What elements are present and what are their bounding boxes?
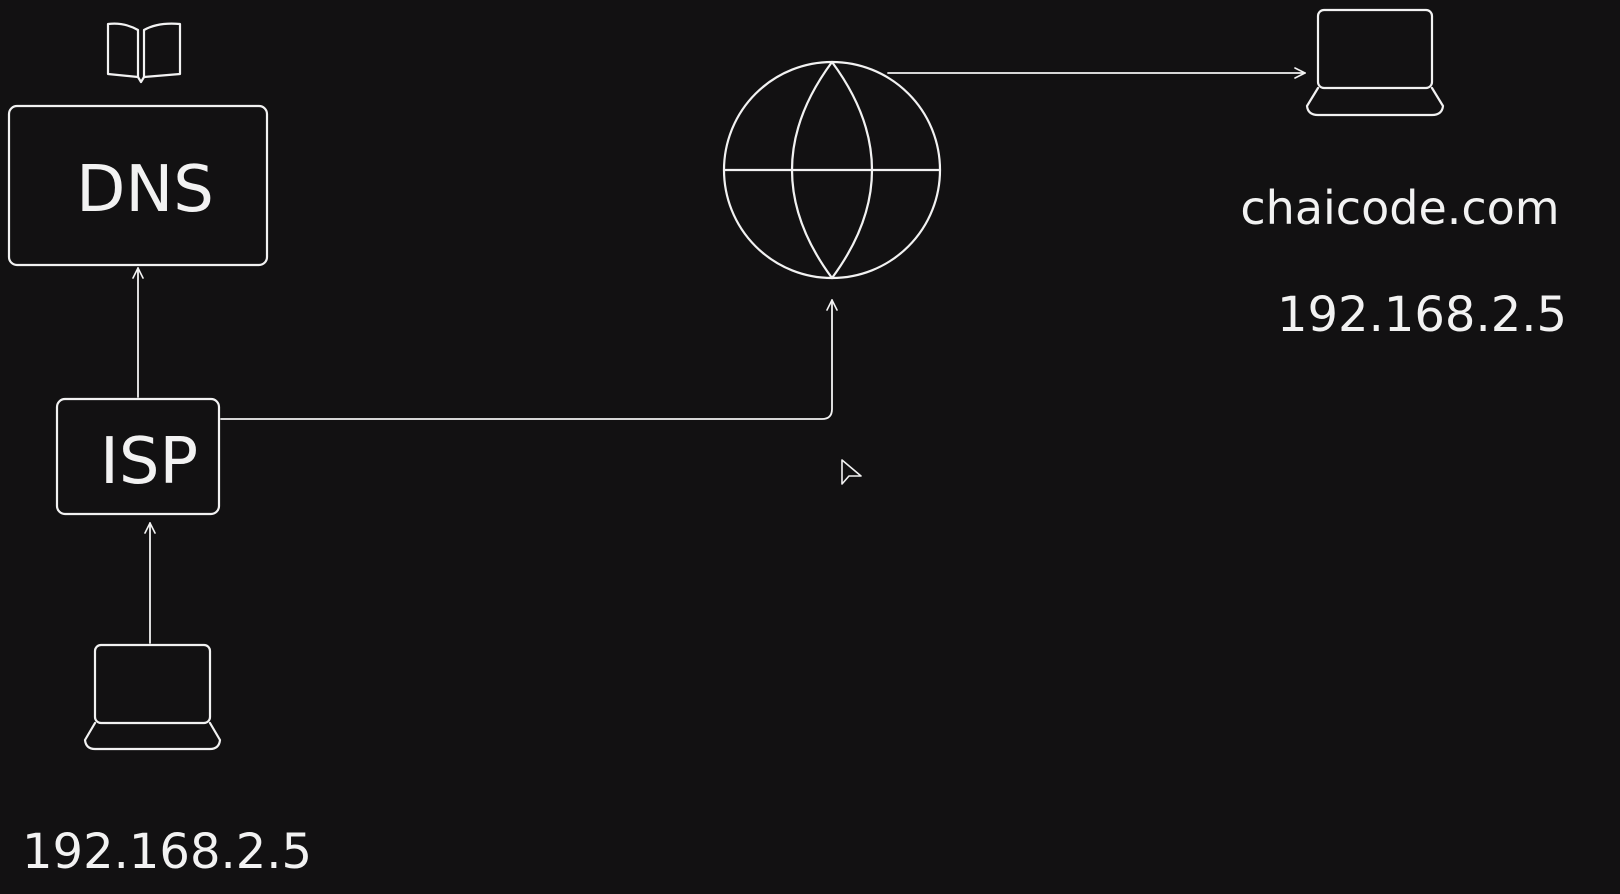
cursor-arrow-icon bbox=[841, 459, 862, 485]
book-icon bbox=[106, 22, 182, 84]
server-ip-label: 192.168.2.5 bbox=[1277, 287, 1567, 343]
edge-isp-to-internet bbox=[220, 299, 838, 420]
dns-box bbox=[7, 104, 269, 267]
server-domain-label: chaicode.com bbox=[1240, 181, 1559, 235]
isp-label: ISP bbox=[100, 425, 198, 499]
isp-box bbox=[55, 397, 221, 516]
client-ip-label: 192.168.2.5 bbox=[22, 824, 312, 880]
globe-icon bbox=[722, 60, 942, 280]
server-laptop-icon bbox=[1305, 8, 1445, 117]
dns-label: DNS bbox=[76, 153, 214, 227]
client-laptop-icon bbox=[83, 643, 222, 751]
